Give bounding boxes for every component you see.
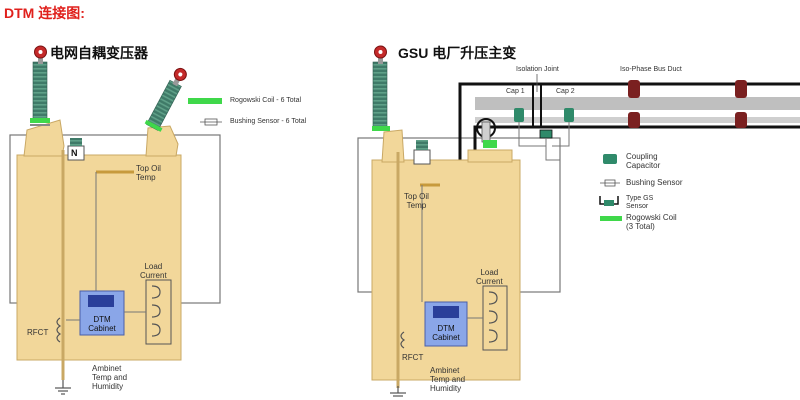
left-top-oil-label: Top Oil Temp bbox=[136, 164, 161, 182]
left-bushing-1 bbox=[30, 45, 50, 126]
right-hv-bushing bbox=[372, 45, 390, 131]
right-coupling-capacitors bbox=[514, 108, 574, 122]
bus-duct-label: Iso-Phase Bus Duct bbox=[620, 66, 682, 73]
left-ambient-label: Ambinet Temp and Humidity bbox=[92, 364, 128, 391]
left-load-current-label: Load Current bbox=[140, 262, 167, 280]
left-turret-1 bbox=[23, 119, 65, 157]
right-rfct-coil bbox=[400, 331, 406, 349]
left-rfct-coil bbox=[56, 317, 62, 343]
bus-duct-enclosure-top bbox=[458, 82, 800, 160]
right-dtm-screen bbox=[433, 306, 459, 318]
right-gsu-transformer bbox=[357, 45, 800, 397]
legend-rogowski-swatch bbox=[188, 98, 222, 104]
left-rfct-label: RFCT bbox=[27, 328, 49, 337]
legend-bushing-label: Bushing Sensor - 6 Total bbox=[230, 118, 307, 125]
right-heading: GSU 电厂升压主变 bbox=[398, 45, 517, 61]
neutral-label: N bbox=[71, 148, 78, 158]
left-rogowski-coil-2 bbox=[144, 119, 163, 132]
legend-coupling-capacitor-swatch bbox=[603, 154, 617, 164]
legend-gs-sensor-swatch bbox=[604, 200, 614, 206]
right-load-current-label: Load Current bbox=[476, 268, 503, 286]
legend-bushing-sensor-label: Bushing Sensor bbox=[626, 178, 683, 187]
left-bushing-2 bbox=[144, 67, 187, 132]
type-gs-sensor bbox=[539, 129, 553, 139]
legend-coupling-label: Coupling Capacitor bbox=[626, 152, 661, 170]
bus-duct-upper bbox=[475, 97, 800, 110]
cap1-label: Cap 1 bbox=[506, 88, 525, 95]
legend-rogowski-coil-swatch bbox=[600, 216, 622, 221]
left-dtm-label: DTM Cabinet bbox=[88, 315, 116, 333]
left-turret-2 bbox=[145, 125, 179, 157]
legend-rogowski-label: Rogowski Coil - 6 Total bbox=[230, 97, 302, 104]
isolation-joint-label: Isolation Joint bbox=[516, 66, 559, 73]
right-rfct-label: RFCT bbox=[402, 353, 424, 362]
right-top-oil-label: Top Oil Temp bbox=[404, 192, 429, 210]
left-autotransformer bbox=[9, 45, 222, 395]
page-title: DTM 连接图: bbox=[4, 5, 85, 21]
left-rogowski-coil-1 bbox=[30, 118, 50, 123]
legend-gs-label: Type GS Sensor bbox=[626, 195, 654, 210]
left-dtm-screen bbox=[88, 295, 114, 307]
right-lv-turret bbox=[467, 149, 513, 163]
cap2-label: Cap 2 bbox=[556, 88, 575, 95]
right-dtm-label: DTM Cabinet bbox=[432, 324, 460, 342]
bus-duct-insulators bbox=[628, 80, 747, 128]
right-ambient-label: Ambinet Temp and Humidity bbox=[430, 366, 466, 393]
legend-rogowski-coil-label: Rogowski Coil (3 Total) bbox=[626, 213, 677, 231]
right-rogowski-coil bbox=[372, 126, 390, 131]
bus-duct-enclosure-bottom bbox=[473, 125, 800, 160]
left-heading: 电网自耦变压器 bbox=[50, 45, 148, 61]
right-neutral-bushing bbox=[413, 149, 431, 165]
